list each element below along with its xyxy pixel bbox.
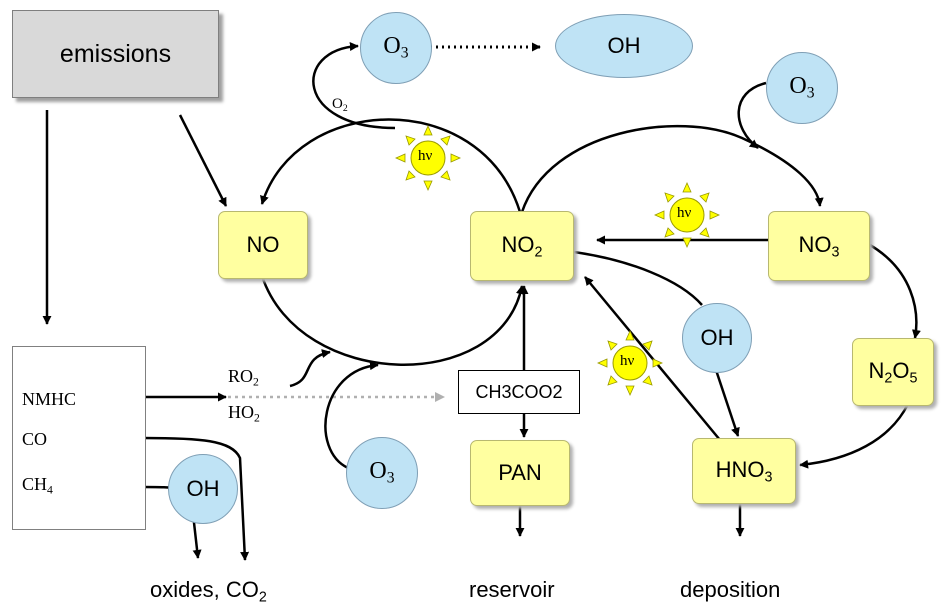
nmhc-label: NMHC	[22, 389, 77, 409]
no-box: NO	[218, 211, 308, 279]
hv-label: hν	[418, 148, 433, 164]
oh-oval-top: OH	[555, 14, 693, 78]
arrow-no2-oh-curve	[573, 250, 703, 306]
ch4-label: CH4	[22, 474, 53, 497]
co-label: CO	[22, 429, 48, 449]
arrow-no-no2-arc	[260, 275, 525, 366]
pan-box: PAN	[470, 440, 570, 506]
n2o5-box: N2O5	[852, 338, 934, 406]
hv-label: hν	[620, 353, 635, 369]
no3-box: NO3	[768, 211, 870, 281]
arrow-o3-o2-curve	[312, 42, 396, 130]
o3-circle-right: O3	[766, 52, 838, 124]
arrow-oh-hno3	[714, 369, 740, 437]
hv-label: hν	[677, 205, 692, 221]
reservoir-label: reservoir	[469, 577, 555, 602]
arrow-co-curve	[142, 436, 250, 561]
ch3coo2-box: CH3COO2	[458, 370, 580, 414]
o3-circle-top: O3	[360, 12, 432, 84]
hno3-box: HNO3	[692, 438, 796, 504]
oh-circle-right: OH	[682, 303, 752, 373]
arrow-n2o5-hno3	[799, 403, 910, 469]
arrow-emissions-no	[178, 114, 228, 207]
source-box	[12, 346, 146, 530]
emissions-box: emissions	[12, 10, 219, 98]
o2-label: O2	[332, 96, 348, 114]
o3-circle-bottom: O3	[346, 437, 418, 509]
arrow-o3-lower-curve	[324, 361, 379, 470]
ro2-label: RO2	[228, 366, 259, 389]
arrow-no3-n2o5	[869, 243, 921, 339]
oxides-co2-label: oxides, CO2	[150, 577, 267, 606]
no2-box: NO2	[470, 211, 574, 281]
arrow-no2-no3-arc	[520, 124, 824, 213]
arrow-o3-into-arc	[737, 81, 767, 149]
oh-circle-left: OH	[168, 454, 238, 524]
arrow-no2-no-arc	[260, 118, 522, 213]
arrow-hno3-no2	[584, 276, 721, 441]
emissions-label: emissions	[59, 39, 172, 68]
deposition-label: deposition	[680, 577, 781, 602]
arrow-ro2-curve	[289, 349, 331, 388]
ho2-label: HO2	[228, 402, 260, 425]
